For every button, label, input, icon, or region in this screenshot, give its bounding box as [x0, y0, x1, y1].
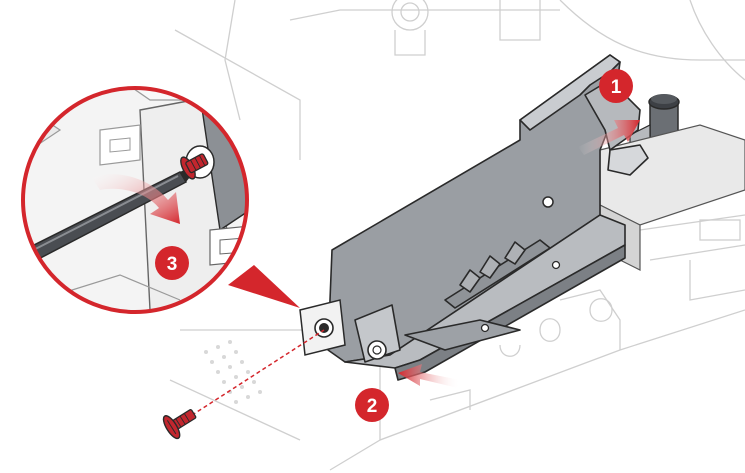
screw-icon: [180, 153, 209, 180]
rotate-arrow-icon: [92, 174, 180, 224]
step-badge-3: 3: [155, 246, 189, 280]
mounting-bracket: [327, 54, 649, 381]
step-badge-2: 2: [355, 388, 389, 422]
step-badge-1: 1: [599, 69, 633, 103]
screw-icon: [162, 409, 197, 440]
push-arrow-icon: [578, 120, 640, 155]
vent-holes: [204, 340, 262, 404]
step-number: 2: [367, 396, 378, 417]
callout-pointer: [228, 265, 300, 308]
bracket-hole: [542, 196, 554, 208]
bracket-hole: [480, 323, 490, 333]
screw-path-line: [185, 329, 325, 420]
push-arrow-icon: [398, 364, 460, 388]
step-number: 3: [167, 254, 178, 275]
chassis-mount-post: [299, 299, 346, 356]
bracket-hole: [551, 260, 561, 270]
step-number: 1: [611, 77, 622, 98]
